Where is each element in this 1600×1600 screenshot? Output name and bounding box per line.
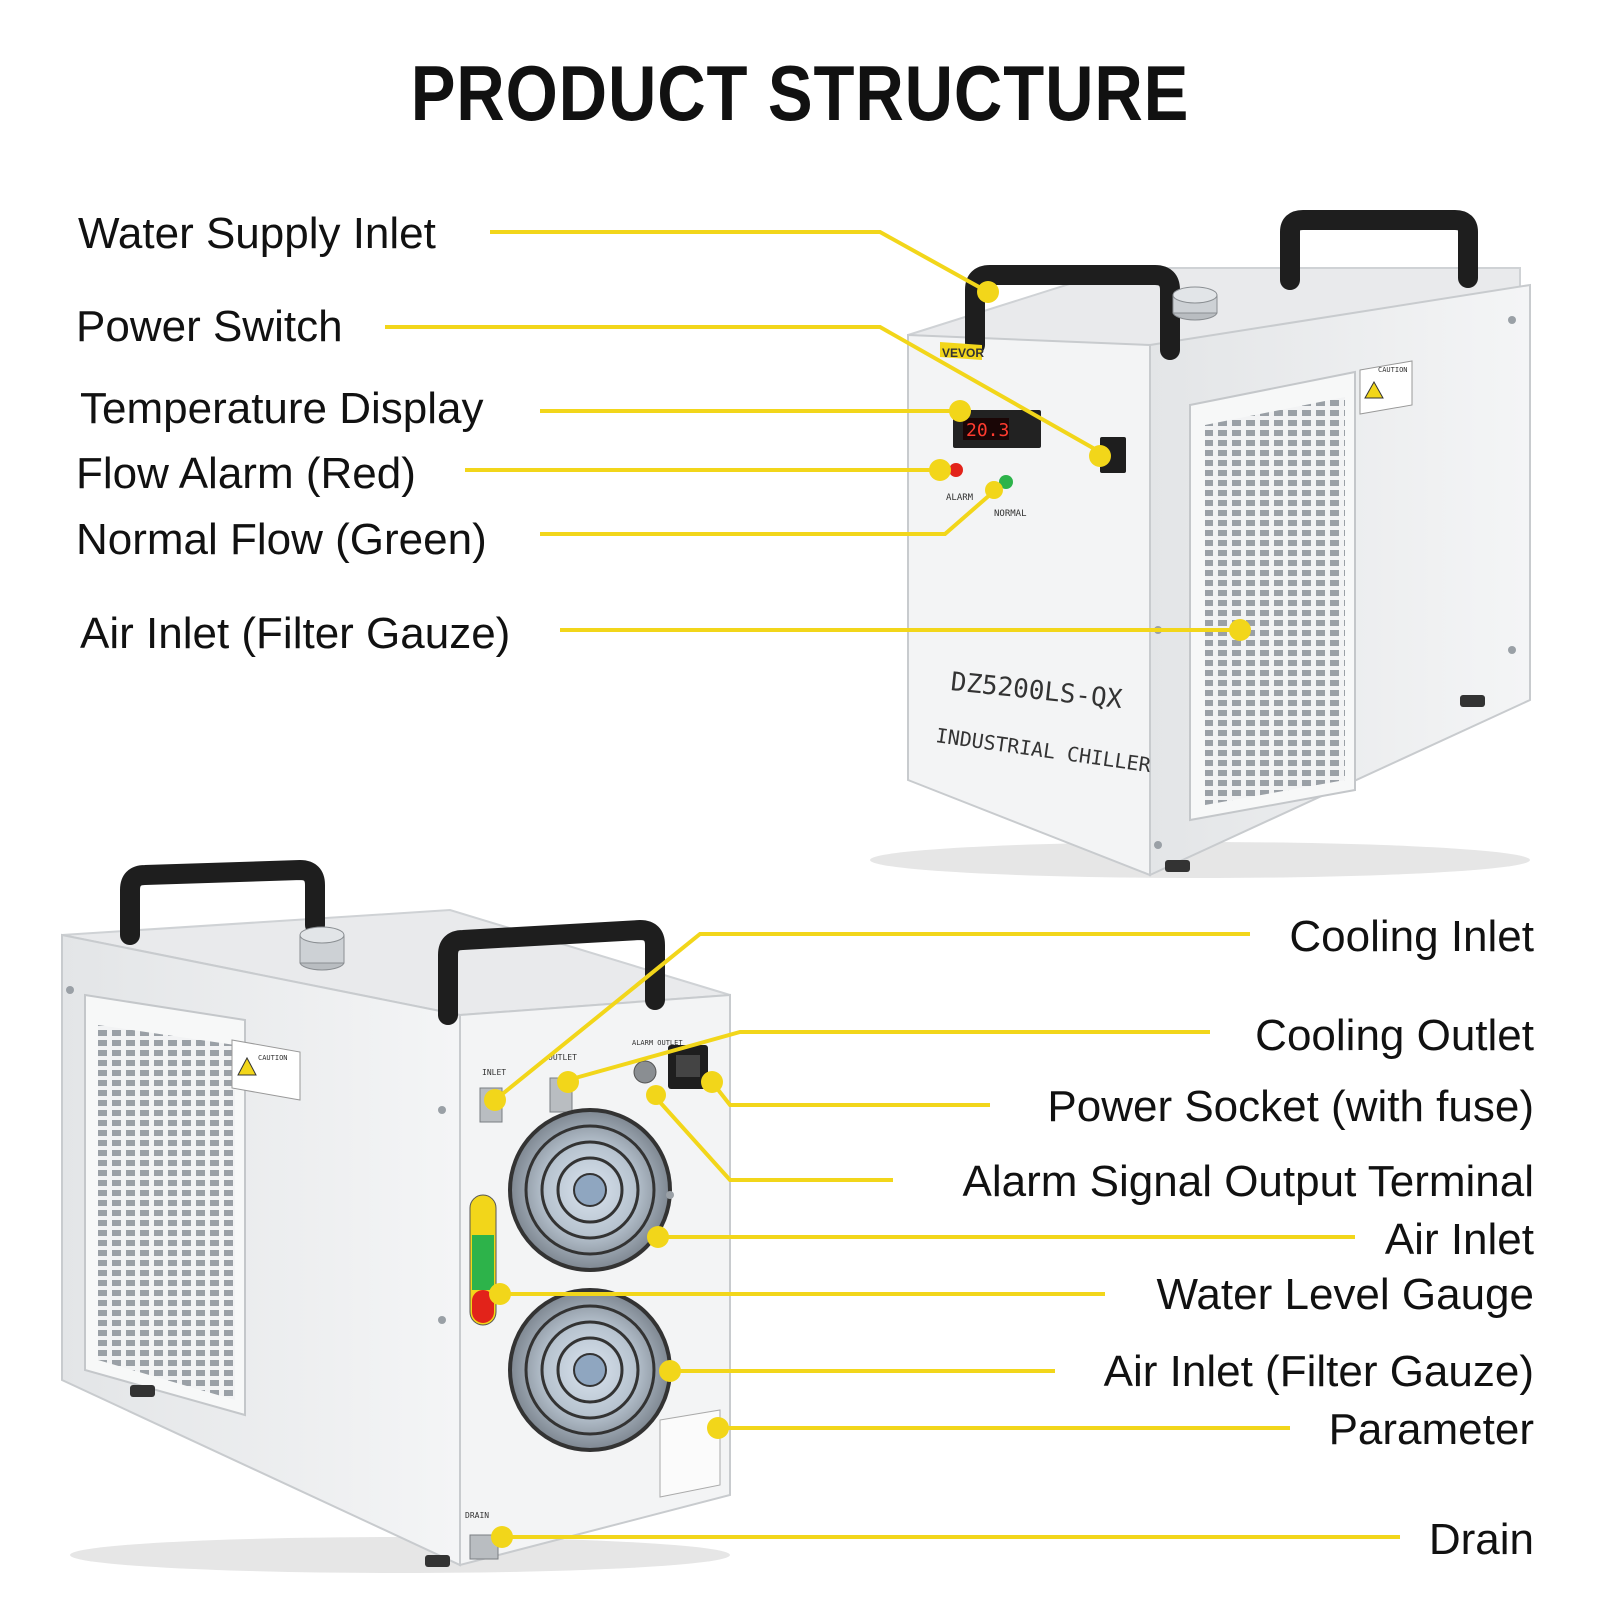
- leader-lines: [385, 230, 1400, 1539]
- label-air-inlet-filter-front: Air Inlet (Filter Gauze): [80, 609, 511, 658]
- page-title: PRODUCT STRUCTURE: [410, 49, 1190, 137]
- parameter-plate: [659, 1409, 721, 1498]
- display-readout: 20.3: [966, 420, 1009, 441]
- fan-icon: [508, 1108, 672, 1272]
- water-level-gauge: [469, 1194, 497, 1326]
- label-air-inlet-filter-back: Air Inlet (Filter Gauze): [1103, 1347, 1534, 1396]
- drain-text: DRAIN: [465, 1511, 489, 1520]
- leader-power-switch: [385, 325, 1101, 454]
- label-cooling-inlet: Cooling Inlet: [1289, 912, 1534, 961]
- label-water-supply-inlet: Water Supply Inlet: [78, 209, 436, 258]
- alarm-outlet-text: ALARM OUTLET: [632, 1039, 683, 1047]
- label-power-socket: Power Socket (with fuse): [1047, 1082, 1534, 1131]
- label-normal-flow: Normal Flow (Green): [76, 515, 487, 564]
- label-alarm-signal-terminal: Alarm Signal Output Terminal: [962, 1157, 1534, 1206]
- front-chiller: [870, 210, 1531, 878]
- normal-led: [999, 475, 1013, 489]
- leader-water-supply-inlet: [490, 230, 989, 294]
- brand-text: VEVOR: [942, 346, 984, 360]
- label-drain: Drain: [1428, 1515, 1534, 1564]
- label-cooling-outlet: Cooling Outlet: [1255, 1011, 1534, 1060]
- alarm-led: [949, 463, 963, 477]
- leader-cooling-inlet: [493, 932, 1250, 1102]
- label-air-inlet: Air Inlet: [1384, 1215, 1534, 1264]
- caution-text-front: CAUTION: [1378, 366, 1408, 374]
- caution-text-back: CAUTION: [258, 1054, 288, 1062]
- leader-dots: [484, 281, 1251, 1548]
- leader-cooling-outlet: [567, 1030, 1210, 1082]
- normal-led-label: NORMAL: [994, 509, 1027, 519]
- outlet-text: OUTLET: [548, 1053, 577, 1062]
- inlet-text: INLET: [482, 1068, 506, 1077]
- leader-power-socket: [710, 1080, 990, 1107]
- back-chiller: [61, 859, 731, 1573]
- leader-normal-flow: [540, 491, 994, 536]
- label-water-level-gauge: Water Level Gauge: [1156, 1270, 1534, 1319]
- label-power-switch: Power Switch: [76, 302, 343, 351]
- label-parameter: Parameter: [1328, 1405, 1534, 1454]
- leader-alarm-terminal: [656, 1098, 893, 1182]
- label-flow-alarm: Flow Alarm (Red): [76, 449, 416, 498]
- alarm-led-label: ALARM: [946, 493, 974, 503]
- label-temperature-display: Temperature Display: [80, 384, 484, 433]
- alarm-terminal: [633, 1060, 657, 1084]
